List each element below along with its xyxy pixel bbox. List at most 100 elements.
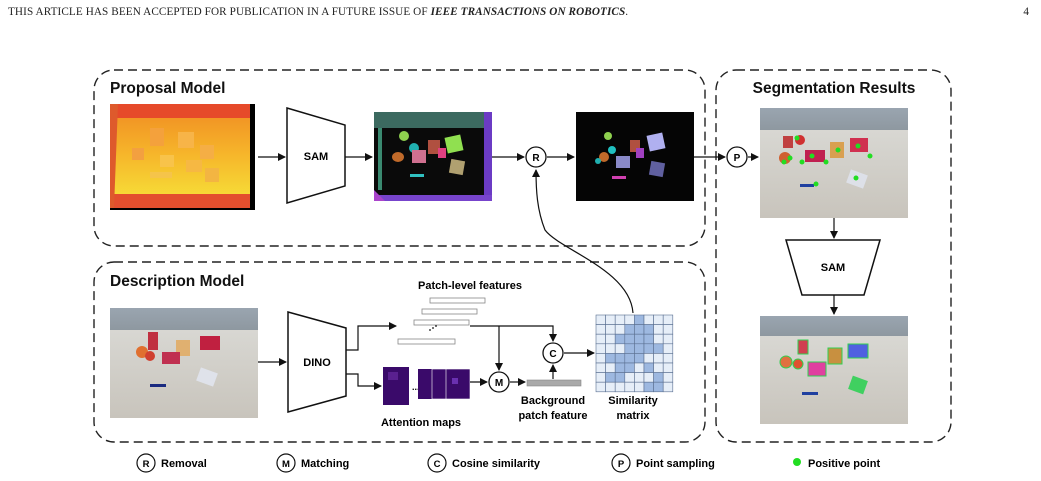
- matrix-cell: [653, 372, 664, 383]
- cosine-op-label: C: [549, 349, 556, 360]
- matrix-cell: [653, 343, 664, 354]
- proposal-title: Proposal Model: [110, 80, 225, 97]
- matrix-cell: [643, 353, 654, 364]
- attention-maps: ......: [383, 367, 471, 405]
- removal-op-label: R: [532, 153, 540, 164]
- matrix-cell: [624, 353, 635, 364]
- matrix-cell: [605, 372, 616, 383]
- matrix-cell: [595, 353, 606, 364]
- legend-cosine-label: Cosine similarity: [452, 458, 541, 470]
- matrix-cell: [634, 353, 645, 364]
- arrows: [258, 153, 838, 390]
- rgb-scene-image: [110, 308, 258, 418]
- matrix-cell: [662, 314, 674, 325]
- matrix-cell: [605, 353, 616, 364]
- running-header: THIS ARTICLE HAS BEEN ACCEPTED FOR PUBLI…: [8, 6, 628, 18]
- matrix-cell: [643, 324, 654, 335]
- matrix-cell: [614, 362, 626, 373]
- legend-removal-symbol: R: [143, 459, 150, 470]
- similarity-label-1: Similarity: [608, 395, 658, 407]
- matrix-cell: [643, 362, 654, 373]
- matrix-cell: [614, 353, 626, 364]
- page-number: 4: [1023, 6, 1029, 18]
- matrix-cell: [605, 333, 616, 345]
- matrix-cell: [634, 324, 645, 335]
- matrix-cell: [643, 381, 654, 393]
- matrix-cell: [662, 343, 674, 354]
- results-panel: [715, 69, 952, 443]
- legend-cosine: C Cosine similarity: [427, 453, 541, 473]
- matrix-cell: [653, 381, 664, 393]
- sam-label-results: SAM: [821, 262, 845, 274]
- matrix-cell: [662, 353, 674, 364]
- matrix-cell: [643, 372, 654, 383]
- legend-cosine-symbol: C: [434, 459, 441, 470]
- legend-removal-label: Removal: [161, 458, 207, 470]
- journal-name: IEEE TRANSACTIONS ON ROBOTICS: [430, 6, 626, 18]
- legend-point-symbol: P: [618, 459, 625, 470]
- description-title: Description Model: [110, 273, 244, 290]
- matrix-cell: [595, 343, 606, 354]
- cosine-op: [542, 342, 564, 364]
- dino-block: [287, 311, 347, 413]
- positive-point-icon: [793, 458, 801, 466]
- matrix-cell: [624, 333, 635, 345]
- matrix-cell: [653, 324, 664, 335]
- matrix-cell: [605, 362, 616, 373]
- matrix-cell: [643, 343, 654, 354]
- matrix-cell: [634, 343, 645, 354]
- results-title: Segmentation Results: [753, 80, 916, 97]
- background-feature-bar: [526, 379, 582, 387]
- final-segmentation-image: [760, 316, 908, 424]
- matrix-cell: [614, 333, 626, 345]
- legend-point-sampling: P Point sampling: [611, 453, 715, 473]
- header-text: THIS ARTICLE HAS BEEN ACCEPTED FOR PUBLI…: [8, 6, 431, 18]
- dino-label: DINO: [303, 357, 331, 369]
- matrix-cell: [614, 324, 626, 335]
- matrix-cell: [662, 372, 674, 383]
- sam-masks-image: [374, 112, 492, 201]
- matrix-cell: [595, 324, 606, 335]
- legend: R Removal M Matching C Cosine similarity…: [136, 453, 880, 473]
- sam-block-results: [785, 239, 881, 296]
- matrix-cell: [624, 324, 635, 335]
- legend-point-label: Point sampling: [636, 458, 715, 470]
- matrix-cell: [634, 372, 645, 383]
- matching-op: [488, 371, 510, 393]
- sam-block-proposal: [286, 106, 346, 205]
- legend-matching-symbol: M: [282, 459, 290, 470]
- matrix-cell: [643, 333, 654, 345]
- legend-matching: M Matching: [276, 453, 349, 473]
- similarity-label-2: matrix: [616, 410, 650, 422]
- matrix-cell: [653, 353, 664, 364]
- matrix-cell: [624, 372, 635, 383]
- similarity-matrix: [595, 314, 674, 393]
- matching-op-label: M: [495, 378, 503, 389]
- matrix-cell: [662, 381, 674, 393]
- legend-matching-label: Matching: [301, 458, 349, 470]
- matrix-cell: [605, 324, 616, 335]
- matrix-cell: [624, 343, 635, 354]
- matrix-cell: [595, 362, 606, 373]
- proposal-panel: [93, 69, 706, 247]
- matrix-cell: [653, 333, 664, 345]
- patch-feature-bars: [397, 297, 486, 345]
- matrix-cell: [634, 362, 645, 373]
- background-label-2: patch feature: [518, 410, 587, 422]
- matrix-cell: [662, 333, 674, 345]
- matrix-cell: [624, 381, 635, 393]
- matrix-cell: [614, 314, 626, 325]
- patch-features-label: Patch-level features: [418, 280, 522, 292]
- matrix-cell: [595, 372, 606, 383]
- matrix-cell: [662, 324, 674, 335]
- filtered-masks-image: [576, 112, 694, 201]
- matrix-cell: [614, 372, 626, 383]
- matrix-cell: [605, 314, 616, 325]
- matrix-cell: [614, 343, 626, 354]
- matrix-cell: [595, 314, 606, 325]
- depth-image: [110, 104, 255, 210]
- point-sampling-op-label: P: [734, 153, 741, 164]
- matrix-cell: [605, 343, 616, 354]
- header-suffix: .: [625, 6, 629, 18]
